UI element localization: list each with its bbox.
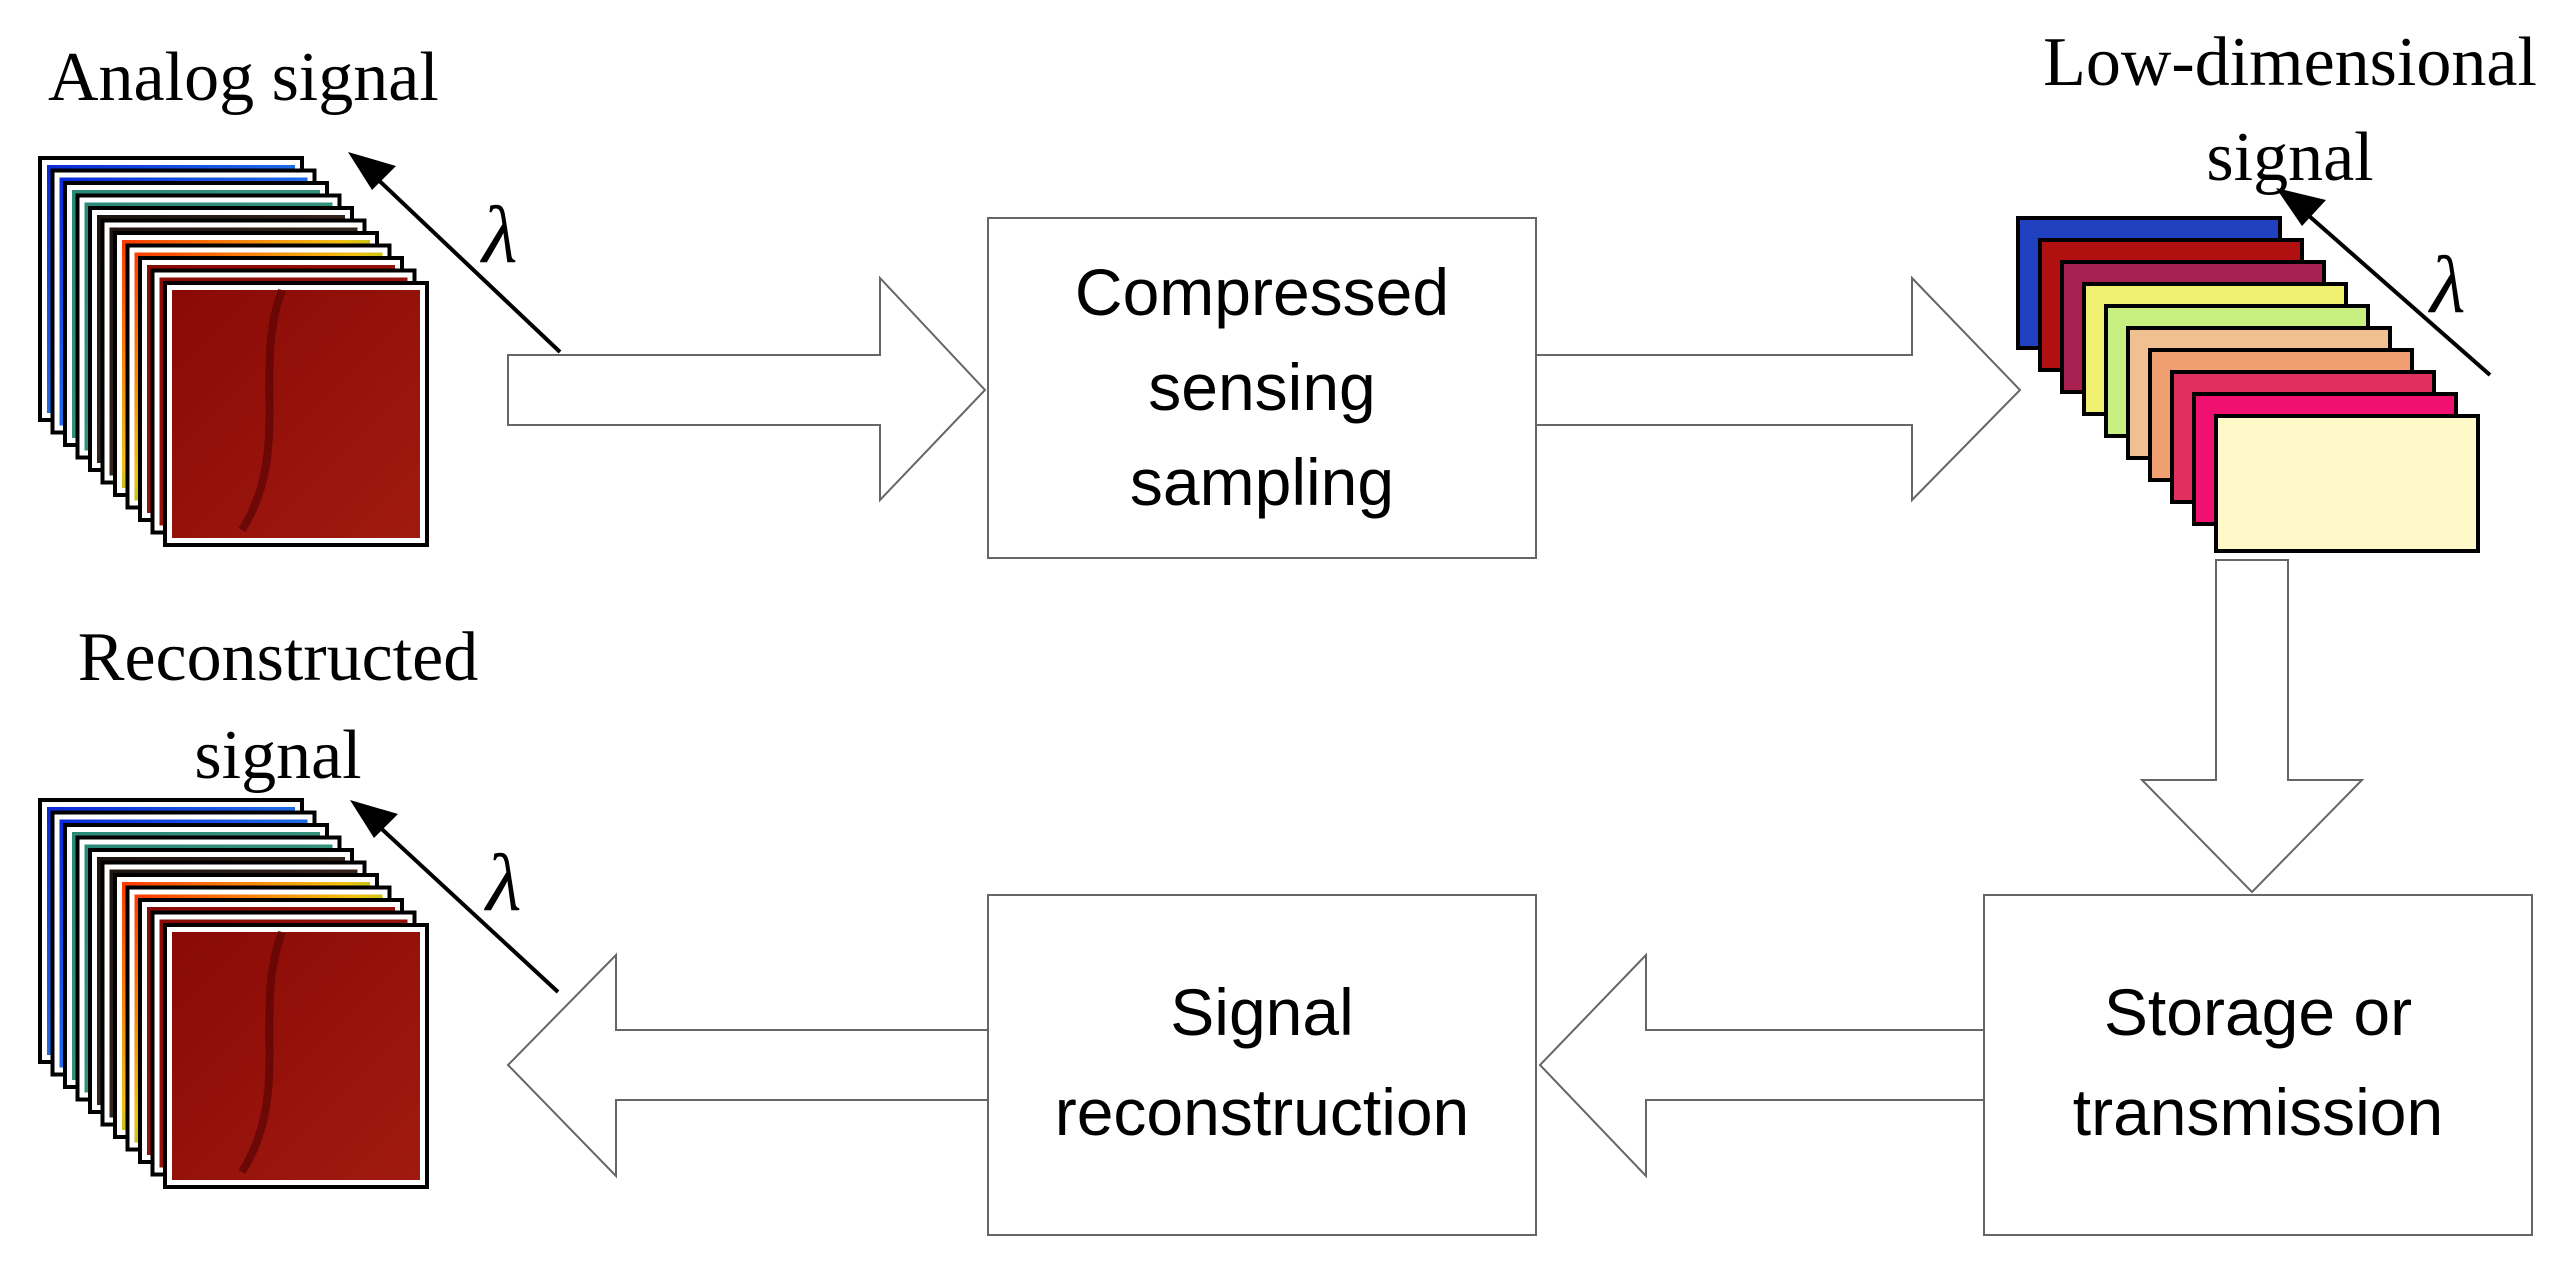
arrow-to-low-dim [1535,275,2022,503]
reconstruction-box [987,894,1537,1236]
reconstructed-signal-cube [38,798,429,1189]
cs-box-line2: sensing [1148,350,1376,424]
storage-box-line1: Storage or [2104,975,2412,1049]
arrow-to-reconstruction [1538,952,1985,1179]
analog-lambda-arrow [368,170,562,354]
analog-signal-label: Analog signal [48,39,439,116]
lowdim-lambda-label: λ [2428,239,2466,330]
lowdim-lambda-arrowhead [2276,188,2326,226]
analog-lambda-label: λ [480,189,518,280]
recon-label-line1: Reconstructed [78,619,478,696]
low-dim-band [2214,414,2480,553]
cs-sampling-box [987,217,1537,559]
band-image [172,932,420,1180]
recon-label-line2: signal [194,717,361,794]
low-dimensional-signal-cube [2016,216,2480,553]
arrow-to-output [506,952,989,1179]
cs-box-line3: sampling [1130,445,1394,519]
band-texture [238,930,286,1175]
band-texture [238,288,286,533]
analog-signal-cube [38,156,429,547]
recon-box-line2: reconstruction [1055,1075,1470,1149]
band-image [172,290,420,538]
analog-lambda-arrowhead [348,152,396,190]
arrow-to-storage [2139,559,2365,894]
lowdim-label-line2: signal [2206,119,2373,196]
lowdim-label-line1: Low-dimensional [2043,24,2537,101]
cs-box-line1: Compressed [1075,255,1449,329]
recon-lambda-label: λ [484,837,522,928]
storage-box [1983,894,2533,1236]
lowdim-lambda-arrow [2298,206,2492,377]
recon-box-line1: Signal [1170,975,1353,1049]
recon-lambda-arrowhead [350,800,398,838]
recon-lambda-arrow [370,818,560,994]
storage-box-line2: transmission [2073,1075,2443,1149]
arrow-to-cs [507,275,987,503]
